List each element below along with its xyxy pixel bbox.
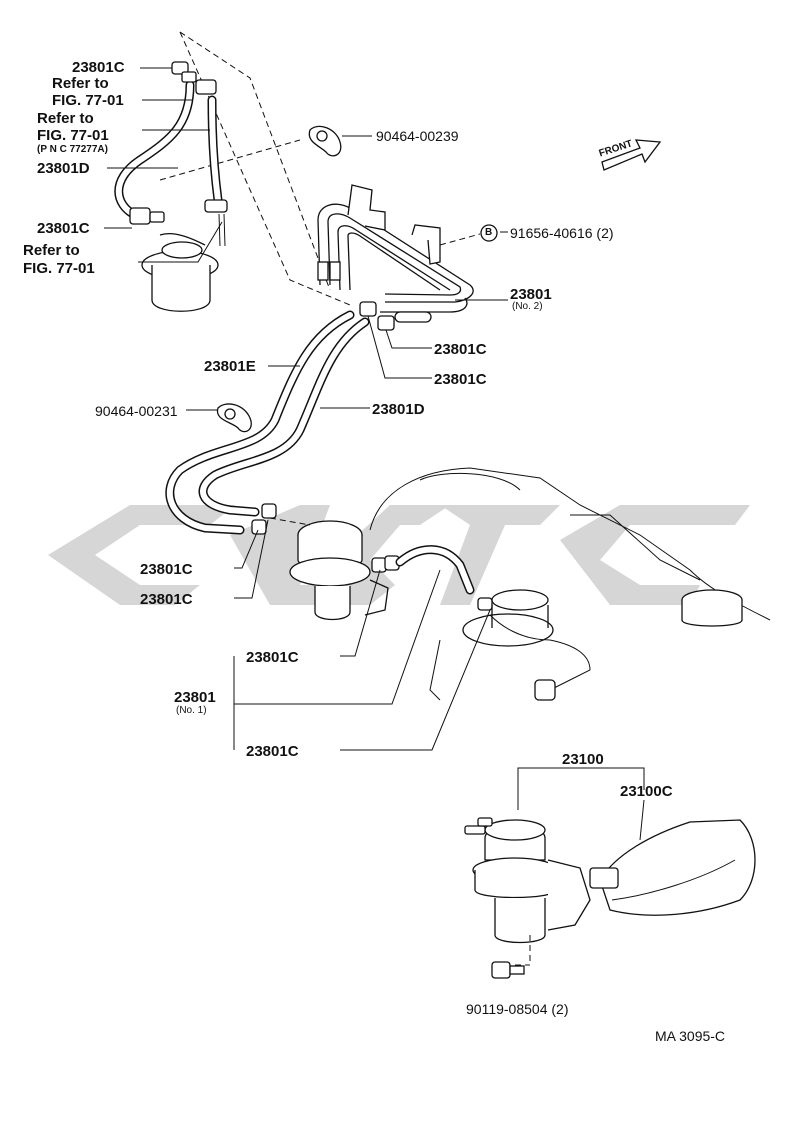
bolt-b-circle [480,224,498,242]
hose-23801d-top [114,80,223,220]
label-23801d-mid: 23801D [372,401,425,418]
label-90464-00231: 90464-00231 [95,403,178,419]
label-23801c-top: 23801C [72,59,125,76]
fuel-tank [369,467,771,701]
label-91656-40616: 91656-40616 (2) [510,225,614,241]
front-arrow [601,139,662,171]
bolt-b [439,233,481,246]
label-refer-3a: Refer to [23,242,80,259]
clamps-23801c-mid [359,301,432,331]
label-23801c-mid1: 23801C [434,341,487,358]
label-23801c-low3: 23801C [246,649,299,666]
label-23801c-left: 23801C [37,220,90,237]
fuel-filter-left [129,207,219,312]
label-refer-1b: FIG. 77-01 [52,92,124,109]
clip-90464-00239 [308,125,372,157]
diagram-reference-code: MA 3095-C [655,1028,726,1044]
label-refer-2b: FIG. 77-01 [37,127,109,144]
label-no2: (No. 2) [512,301,543,312]
hose-23801d-mid [198,317,370,517]
dashed-frame [159,31,351,306]
pipe-23801-no2 [317,184,474,313]
label-23801c-low1: 23801C [140,561,193,578]
bolt-90119-08504 [491,961,525,979]
label-23801e: 23801E [204,358,256,375]
label-23801c-mid2: 23801C [434,371,487,388]
hose-canister-to-tank [395,545,475,595]
label-23801-no1: 23801 [174,689,216,706]
label-pnc: (P N C 77277A) [37,144,108,155]
clamp-23801c-top [171,61,228,247]
fuel-pump-23100 [464,817,756,966]
charcoal-canister [269,517,389,621]
label-refer-1a: Refer to [52,75,109,92]
label-23801c-low4: 23801C [246,743,299,760]
label-b: B [485,227,493,238]
leader-lines [104,67,645,841]
watermark [48,505,750,605]
label-23100: 23100 [562,751,604,768]
label-90464-00239: 90464-00239 [376,128,459,144]
label-23100c: 23100C [620,783,673,800]
label-refer-2a: Refer to [37,110,94,127]
label-refer-3b: FIG. 77-01 [23,260,95,277]
label-23801c-low2: 23801C [140,591,193,608]
label-23801-no2: 23801 [510,286,552,303]
clip-90464-00231 [216,403,252,433]
label-90119-08504: 90119-08504 (2) [466,1001,569,1017]
hose-23801e [165,310,355,535]
label-23801d-top: 23801D [37,160,90,177]
label-no1: (No. 1) [176,705,207,716]
